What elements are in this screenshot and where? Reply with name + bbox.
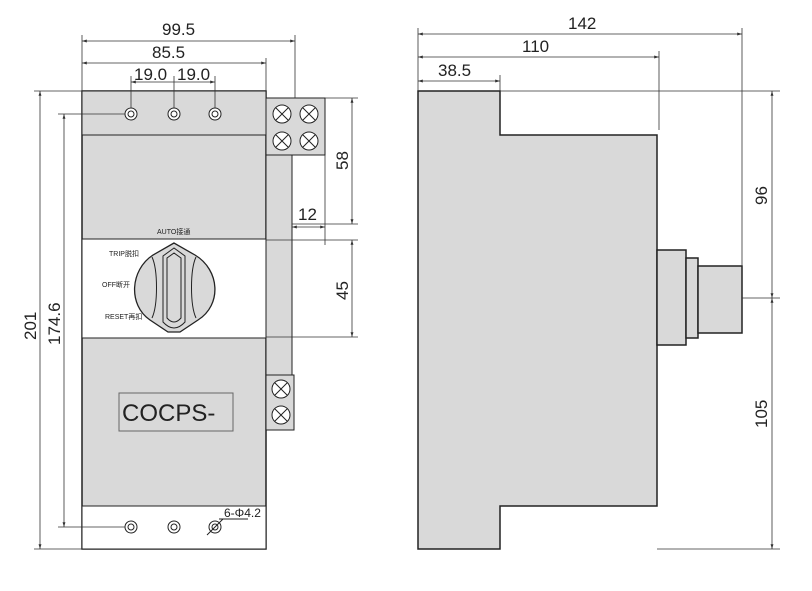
side-dimensions [417, 28, 780, 550]
top-mounting-holes [124, 107, 222, 121]
model-label: COCPS- [122, 400, 215, 427]
dim-depth-body: 110 [522, 37, 549, 56]
bottom-mounting-holes [124, 518, 248, 536]
side-body [417, 90, 658, 550]
dim-lower-height: 105 [752, 400, 771, 428]
hole-note: 6-Φ4.2 [224, 506, 261, 520]
dim-width-total: 99.5 [162, 20, 195, 39]
dim-handle-height: 45 [333, 281, 352, 300]
dim-width-body: 85.5 [152, 43, 185, 62]
dim-terminal-offset: 12 [298, 205, 317, 224]
side-handle-knob [697, 265, 743, 334]
front-view: 6-Φ4.2 AUTO接通 TRIP脱扣 OFF断开 RESET再扣 COCPS… [21, 20, 358, 550]
dim-terminal-height: 58 [333, 151, 352, 170]
dim-depth-total: 142 [568, 14, 596, 33]
dim-depth-step: 38.5 [438, 61, 471, 80]
dim-pitch-2: 19.0 [177, 65, 210, 84]
label-off: OFF断开 [102, 280, 130, 289]
dim-upper-height: 96 [752, 186, 771, 205]
dim-height-total: 201 [21, 312, 40, 340]
terminal-block [265, 97, 326, 431]
label-auto: AUTO接通 [157, 227, 190, 236]
dim-pitch-1: 19.0 [134, 65, 167, 84]
model-label-box [118, 392, 234, 432]
front-dimensions [34, 35, 358, 550]
dim-height-holes: 174.6 [45, 302, 64, 345]
side-view: 142 110 38.5 96 105 [417, 14, 780, 550]
rotary-handle [133, 242, 216, 333]
side-handle-base [656, 249, 687, 346]
label-reset: RESET再扣 [105, 312, 142, 321]
label-trip: TRIP脱扣 [109, 249, 139, 258]
